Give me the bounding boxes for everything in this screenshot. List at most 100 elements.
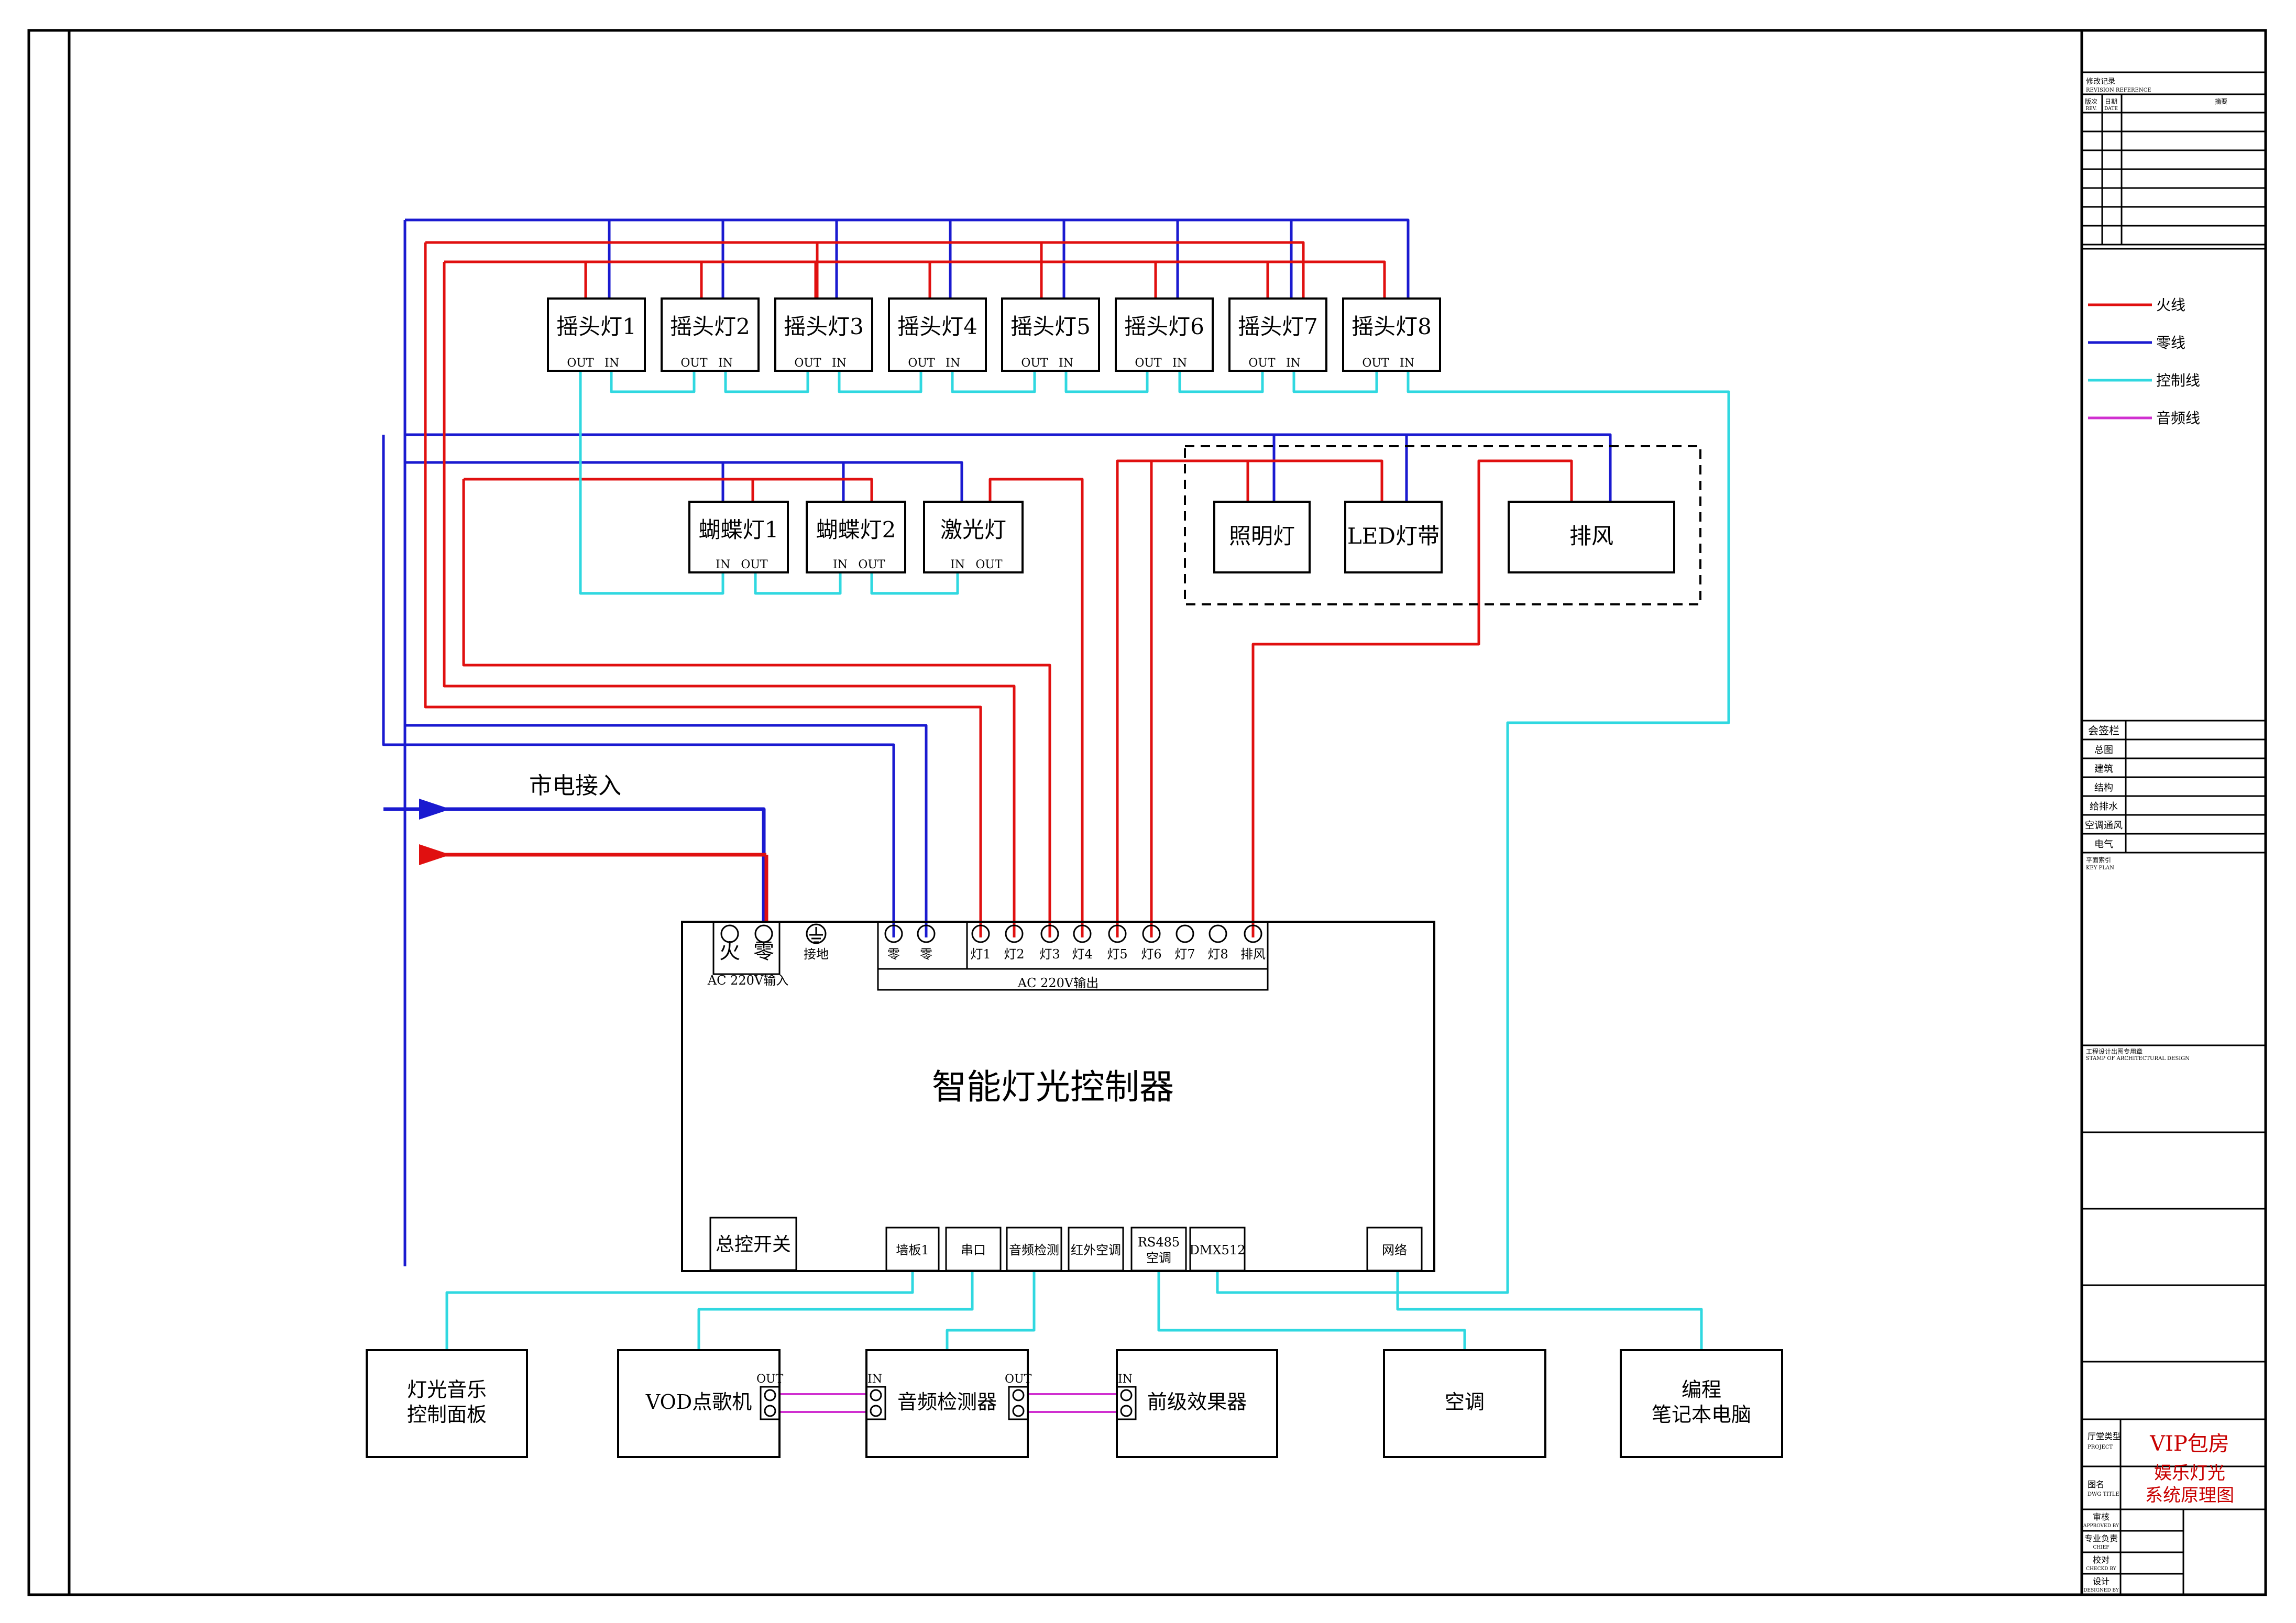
tb-revision-en: REVISION REFERENCE [2086, 87, 2151, 93]
output-terminal-5-circle [1108, 924, 1127, 943]
moving-light-3-label: 摇头灯3 [784, 314, 864, 339]
live-arrow-icon [419, 844, 451, 865]
inner-frame [68, 29, 2083, 1596]
detector-in-jack-label: IN [867, 1373, 882, 1386]
neutral-drop-room [1272, 435, 1408, 502]
tb-project-label-en: PROJECT [2088, 1444, 2113, 1450]
moving-light-1-box [547, 297, 646, 372]
output-terminal-4-circle [1073, 924, 1092, 943]
moving-light-7-out: OUT [1248, 357, 1276, 370]
device-1-box [366, 1349, 528, 1458]
moving-light-4-box [888, 297, 987, 372]
effector-in-jack-label: IN [1118, 1373, 1133, 1386]
effect-light-3-in: IN [950, 558, 965, 571]
detector-in-jack-pin2 [870, 1405, 882, 1417]
dmx-chain-ml [610, 371, 1378, 393]
input-live-label: 火 [719, 940, 740, 964]
dashed-room-group [1184, 445, 1701, 605]
master-switch-box[interactable] [709, 1217, 797, 1271]
port-3-box [1006, 1227, 1062, 1272]
vod-out-jack-label: OUT [756, 1373, 784, 1386]
live-bus-b [444, 260, 1386, 299]
output-terminal-4-label: 灯4 [1072, 947, 1092, 962]
mains-label: 市电接入 [529, 772, 621, 799]
input-live-circle [720, 924, 739, 943]
device-1-label: 灯光音乐 [407, 1378, 487, 1401]
moving-light-6-box [1115, 297, 1214, 372]
tb-role-3-en: CHECKD BY [2086, 1566, 2116, 1572]
moving-light-6-out: OUT [1135, 357, 1162, 370]
live-to-out3 [462, 479, 1051, 937]
device-6-box [1620, 1349, 1783, 1458]
tb-keyplan-en: KEY PLAN [2086, 865, 2114, 871]
output-terminal-strip [877, 921, 1269, 991]
live-bus-a [425, 241, 1305, 299]
neutral-terminal-2-label: 零 [920, 947, 932, 962]
tb-role-1: 审核 [2093, 1512, 2110, 1522]
moving-light-8-label: 摇头灯8 [1352, 314, 1432, 339]
output-terminal-2-circle [1005, 924, 1024, 943]
moving-light-6-in: IN [1172, 357, 1187, 370]
tb-stamp-en: STAMP OF ARCHITECTURAL DESIGN [2086, 1056, 2190, 1062]
room-load-2-box [1344, 501, 1443, 573]
dmx-ml8-to-network [1396, 371, 1730, 1294]
moving-light-3-out: OUT [794, 357, 821, 370]
ground-icon-lines [809, 927, 823, 943]
audio-vod-detector [779, 1393, 866, 1413]
moving-light-3-in: IN [832, 357, 847, 370]
outer-frame [27, 29, 2267, 1596]
moving-light-8-out: OUT [1362, 357, 1389, 370]
moving-light-7-label: 摇头灯7 [1238, 314, 1318, 339]
port-4-label: 红外空调 [1071, 1243, 1121, 1257]
effect-light-2-label: 蝴蝶灯2 [816, 517, 896, 543]
tb-role-1-en: APPROVED BY [2083, 1523, 2119, 1529]
moving-light-4-out: OUT [908, 357, 935, 370]
live-exhaust [1251, 459, 1573, 937]
live-bus-c [816, 242, 1269, 299]
effector-in-jack-pin1 [1120, 1389, 1133, 1401]
neutral-terminal-1-label: 零 [887, 947, 900, 962]
room-load-1-box [1213, 501, 1311, 573]
tb-drawing-label-en: DWG TITLE [2088, 1492, 2119, 1497]
input-neutral-label: 零 [753, 940, 774, 964]
mains-input: 市电接入 [419, 772, 621, 865]
moving-light-7-in: IN [1286, 357, 1301, 370]
tb-sign-row-2: 建筑 [2094, 764, 2113, 775]
neutral-terminal-2-circle [917, 924, 936, 943]
vod-out-jack-pin1 [764, 1389, 776, 1401]
legend-label-4: 音频线 [2156, 410, 2200, 427]
ctrl-laptop-line [1216, 1271, 1703, 1350]
effector-in-jack-pin2 [1120, 1405, 1133, 1417]
legend-label-1: 火线 [2156, 296, 2185, 314]
tb-project: VIP包房 [2149, 1432, 2229, 1456]
port-2-label: 串口 [961, 1243, 986, 1257]
port-5-label: RS485 [1138, 1235, 1180, 1250]
tb-role-4: 设计 [2093, 1576, 2110, 1586]
effect-light-3-out: OUT [975, 558, 1003, 571]
audio-detector-effector [1028, 1393, 1117, 1413]
port-1-label: 墙板1 [896, 1243, 929, 1257]
detector-out-jack-pin2 [1012, 1405, 1025, 1417]
effect-light-2-out: OUT [858, 558, 885, 571]
ctrl-detector-line [946, 1271, 1036, 1350]
tb-role-2: 专业负责 [2084, 1533, 2118, 1543]
output-terminal-3-label: 灯3 [1039, 947, 1060, 962]
port-7-box [1366, 1227, 1423, 1272]
moving-light-8-in: IN [1400, 357, 1414, 370]
output-terminal-9-circle [1244, 924, 1262, 943]
live-lighting [1116, 459, 1249, 937]
wiring [382, 218, 1730, 1413]
moving-light-6-label: 摇头灯6 [1124, 314, 1204, 339]
port-2-box [945, 1227, 1002, 1272]
moving-light-3-box [774, 297, 873, 372]
tb-stamp: 工程设计出图专用章 [2086, 1047, 2143, 1055]
legend-label-2: 零线 [2156, 334, 2185, 351]
ground-icon [806, 923, 827, 944]
tb-sign-row-6: 电气 [2094, 839, 2113, 850]
tb-drawing-label: 图名 [2088, 1480, 2104, 1489]
device-5-label: 空调 [1445, 1390, 1485, 1414]
